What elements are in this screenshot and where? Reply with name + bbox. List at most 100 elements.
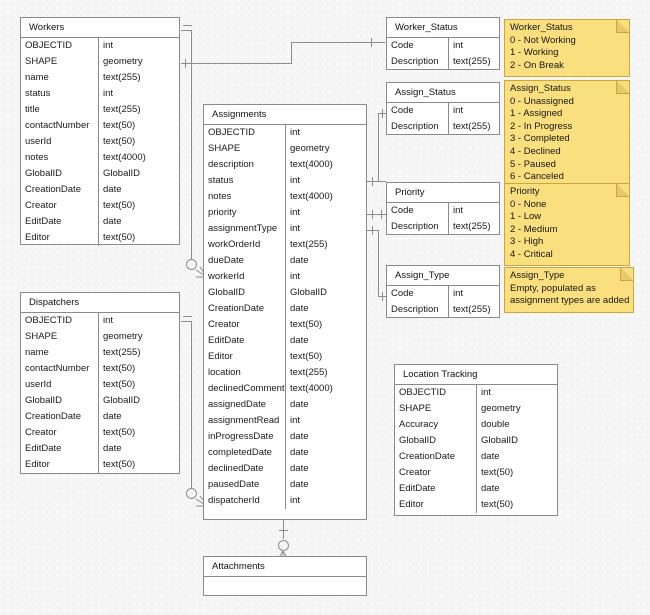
field-type: text(255) (453, 221, 491, 232)
field-name: Creator (395, 465, 477, 481)
field-type: double (481, 419, 510, 430)
note-title: Assign_Status (510, 83, 571, 94)
field-name: CreationDate (21, 182, 99, 198)
note-line: 2 - On Break (510, 59, 564, 71)
note-line: 0 - Not Working (510, 34, 576, 46)
field-type: text(4000) (103, 152, 146, 163)
field-type: GlobalID (481, 435, 518, 446)
entity-attachments[interactable]: Attachments (203, 556, 367, 596)
field-name: OBJECTID (395, 385, 477, 401)
field-name: notes (21, 150, 99, 166)
field-name: CreationDate (21, 409, 99, 425)
field-name: contactNumber (21, 118, 99, 134)
field-type: int (103, 88, 114, 99)
field-name: assignmentRead (204, 413, 286, 429)
cardinality-one-workers (183, 25, 192, 26)
field-type: date (290, 431, 309, 442)
field-name: SHAPE (204, 141, 286, 157)
field-row: OBJECTID int (395, 385, 557, 401)
field-name: Description (387, 302, 449, 318)
field-name: workerId (204, 269, 286, 285)
field-type: geometry (103, 331, 143, 342)
field-type: GlobalID (103, 168, 140, 179)
note-title: Assign_Type (510, 270, 565, 281)
field-name: status (21, 86, 99, 102)
field-type: date (103, 184, 122, 195)
field-name: Code (387, 38, 449, 54)
field-row: GlobalID GlobalID (395, 433, 557, 449)
field-name: SHAPE (395, 401, 477, 417)
field-type: text(50) (103, 200, 136, 211)
field-name: workOrderId (204, 237, 286, 253)
field-name: dueDate (204, 253, 286, 269)
field-type: int (290, 271, 301, 282)
field-name: declinedDate (204, 461, 286, 477)
field-type: int (290, 223, 301, 234)
cardinality-one-assignments-status (372, 177, 373, 186)
field-name: status (204, 173, 286, 189)
field-type: text(50) (103, 136, 136, 147)
field-name: dispatcherId (204, 493, 286, 509)
field-type: geometry (290, 143, 330, 154)
field-type: GlobalID (290, 287, 327, 298)
field-type: text(255) (103, 104, 141, 115)
link-workers-workerstatus-h1 (181, 63, 291, 64)
field-name: GlobalID (395, 433, 477, 449)
note-line: assignment types are added (510, 295, 630, 307)
note-body (504, 183, 630, 266)
link-dispatchers-assignments-v (191, 321, 192, 490)
field-type: date (290, 463, 309, 474)
field-type: int (481, 387, 492, 398)
note-line: 3 - Completed (510, 133, 570, 145)
field-name: GlobalID (21, 393, 99, 409)
field-type: date (103, 443, 122, 454)
field-type: text(50) (103, 232, 136, 243)
field-name: contactNumber (21, 361, 99, 377)
field-name: Code (387, 103, 449, 119)
field-name: CreationDate (395, 449, 477, 465)
field-row: SHAPE geometry (204, 141, 366, 157)
field-name: Description (387, 54, 449, 70)
field-name: completedDate (204, 445, 286, 461)
field-list (204, 577, 366, 595)
field-type: int (290, 127, 301, 138)
field-name: pausedDate (204, 477, 286, 493)
field-name: EditDate (204, 333, 286, 349)
